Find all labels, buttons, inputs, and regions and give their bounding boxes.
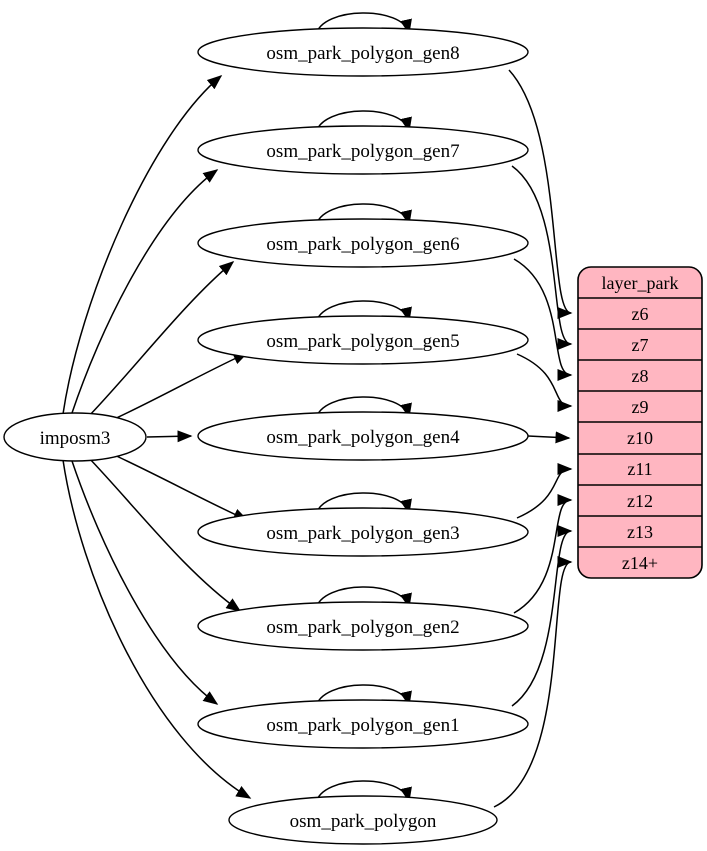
- node-gen3-label: osm_park_polygon_gen3: [266, 523, 459, 544]
- table-row-z8: z8: [632, 366, 649, 386]
- node-gen2-shape: [197, 601, 529, 651]
- self-loop-gen6: [315, 203, 412, 227]
- self-loop-polygon: [315, 780, 412, 804]
- edge-imposm3-to-gen3: [109, 452, 249, 521]
- table-row-z12: z12: [627, 491, 653, 511]
- node-gen2-label: osm_park_polygon_gen2: [266, 617, 459, 638]
- self-loop-gen2: [315, 586, 412, 610]
- node-gen1-shape: [197, 699, 529, 749]
- table-row-z7: z7: [632, 335, 649, 355]
- node-osm-park-polygon: osm_park_polygon: [228, 795, 498, 845]
- node-gen6-shape: [197, 218, 529, 268]
- node-gen7-shape: [197, 125, 529, 175]
- node-gen4-label: osm_park_polygon_gen4: [266, 427, 460, 448]
- node-gen7-label: osm_park_polygon_gen7: [266, 141, 459, 162]
- edge-gen1-to-z13: [511, 525, 573, 707]
- node-osm-park-polygon-gen7: osm_park_polygon_gen7: [197, 125, 529, 175]
- node-gen5-label: osm_park_polygon_gen5: [266, 331, 459, 352]
- self-loop-gen5: [315, 300, 412, 324]
- edge-imposm3-to-polygon: [62, 459, 252, 799]
- node-gen1-label: osm_park_polygon_gen1: [266, 715, 459, 736]
- edge-polygon-to-z14: [493, 556, 573, 808]
- table-row-z6: z6: [632, 304, 649, 324]
- edge-imposm3-to-gen4: [146, 430, 193, 443]
- node-polygon-label: osm_park_polygon: [290, 811, 437, 832]
- node-osm-park-polygon-gen5: osm_park_polygon_gen5: [197, 315, 529, 365]
- node-osm-park-polygon-gen6: osm_park_polygon_gen6: [197, 218, 529, 268]
- edge-imposm3-to-gen8: [62, 75, 223, 415]
- edge-imposm3-to-gen6: [87, 261, 235, 418]
- edge-gen4-to-z10: [527, 431, 571, 444]
- table-row-z10: z10: [627, 428, 653, 448]
- self-loop-edges: [315, 12, 412, 804]
- edges-to-layer-table: [493, 69, 573, 808]
- edge-imposm3-to-gen5: [109, 352, 249, 422]
- table-layer-park: layer_park z6 z7 z8 z9 z10 z11 z12 z13 z…: [577, 266, 703, 579]
- self-loop-gen8: [315, 12, 412, 36]
- table-row-z13: z13: [627, 522, 653, 542]
- node-gen6-label: osm_park_polygon_gen6: [266, 234, 459, 255]
- node-polygon-shape: [228, 795, 498, 845]
- node-imposm3-shape: [3, 412, 147, 462]
- self-loop-gen3: [315, 492, 412, 516]
- table-row-z9: z9: [632, 397, 649, 417]
- node-osm-park-polygon-gen2: osm_park_polygon_gen2: [197, 601, 529, 651]
- edge-gen6-to-z8: [513, 258, 573, 381]
- node-gen8-shape: [197, 27, 529, 77]
- edge-imposm3-to-gen1: [71, 460, 219, 705]
- edges-from-source: [62, 75, 252, 799]
- node-imposm3: imposm3: [3, 412, 147, 462]
- self-loop-gen7: [315, 110, 412, 134]
- table-row-z14plus: z14+: [622, 553, 658, 573]
- edge-imposm3-to-gen2: [87, 456, 242, 612]
- node-gen5-shape: [197, 315, 529, 365]
- table-header-layer-park: layer_park: [602, 273, 679, 293]
- node-osm-park-polygon-gen8: osm_park_polygon_gen8: [197, 27, 529, 77]
- node-osm-park-polygon-gen1: osm_park_polygon_gen1: [197, 699, 529, 749]
- self-loop-gen4: [315, 396, 412, 420]
- edge-gen3-to-z11: [516, 463, 573, 519]
- self-loop-gen1: [315, 684, 412, 708]
- edge-imposm3-to-gen7: [71, 169, 219, 414]
- edge-gen5-to-z9: [516, 353, 573, 412]
- node-osm-park-polygon-gen4: osm_park_polygon_gen4: [197, 411, 529, 461]
- edge-gen2-to-z12: [513, 494, 573, 614]
- edge-gen7-to-z7: [511, 165, 573, 350]
- node-osm-park-polygon-gen3: osm_park_polygon_gen3: [197, 507, 529, 557]
- node-imposm3-label: imposm3: [40, 428, 111, 449]
- table-row-z11: z11: [627, 459, 652, 479]
- node-gen8-label: osm_park_polygon_gen8: [266, 43, 459, 64]
- node-gen3-shape: [197, 507, 529, 557]
- node-gen4-shape: [197, 411, 529, 461]
- edge-gen8-to-z6: [508, 69, 573, 319]
